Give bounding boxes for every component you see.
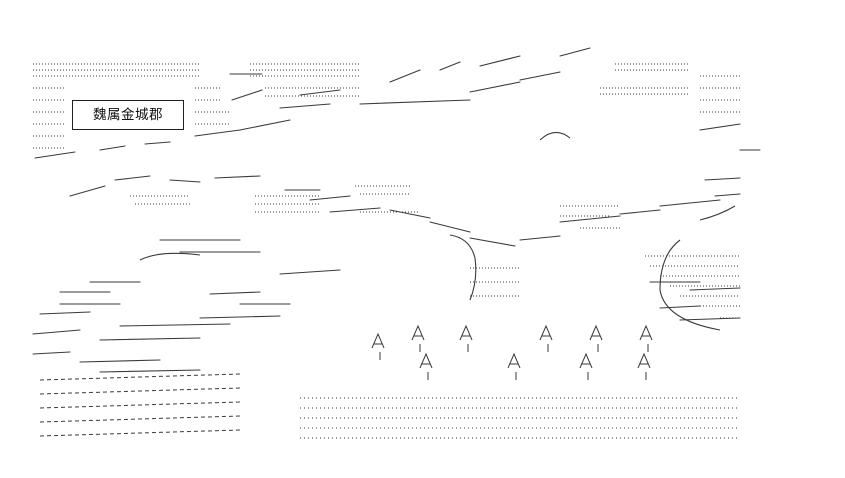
contour-stroke: [231, 89, 263, 101]
ridge-curve: [699, 205, 736, 221]
grass-slope: [39, 401, 241, 409]
contour-stroke: [619, 209, 661, 215]
contour-stroke: [299, 89, 341, 96]
contour-stroke: [144, 141, 171, 145]
ridge-curve: [449, 234, 477, 301]
contour-stroke: [32, 329, 81, 335]
contour-stroke: [199, 315, 281, 319]
grass-slope: [39, 387, 241, 395]
contour-stroke: [99, 145, 126, 151]
contour-stroke: [99, 337, 201, 341]
contour-stroke: [714, 193, 741, 197]
contour-stroke: [389, 209, 431, 219]
contour-stroke: [389, 69, 421, 83]
contour-stroke: [169, 179, 201, 183]
ridge-curve: [659, 239, 721, 331]
contour-stroke: [34, 151, 76, 159]
grass-slope: [39, 373, 241, 381]
soldier-figure: [639, 324, 653, 352]
grass-field: [39, 373, 740, 439]
hill-strokes: [32, 47, 761, 373]
soldier-figure: [507, 352, 521, 380]
contour-stroke: [439, 61, 461, 71]
contour-stroke: [99, 369, 201, 373]
soldier-figures: [371, 324, 653, 380]
contour-stroke: [309, 195, 351, 201]
soldier-figure: [411, 324, 425, 352]
contour-stroke: [679, 317, 741, 321]
contour-stroke: [469, 81, 521, 93]
contour-stroke: [79, 359, 161, 363]
grass-slope: [39, 429, 241, 437]
contour-stroke: [279, 103, 331, 109]
soldier-figure: [459, 324, 473, 352]
contour-stroke: [239, 119, 291, 131]
soldier-figure: [637, 352, 651, 380]
ridge-curve: [139, 252, 201, 261]
contour-stroke: [329, 207, 381, 213]
grass-slope: [39, 415, 241, 423]
contour-stroke: [659, 199, 721, 207]
contour-stroke: [214, 175, 261, 179]
contour-stroke: [519, 71, 561, 81]
contour-stroke: [69, 185, 106, 197]
ridge-curve: [539, 131, 571, 141]
contour-stroke: [359, 99, 471, 105]
contour-stroke: [429, 221, 471, 233]
place-name-label: 魏属金城郡: [72, 100, 184, 130]
contour-stroke: [559, 47, 591, 57]
dotted-sky-texture: [33, 63, 740, 319]
contour-stroke: [32, 351, 71, 355]
contour-stroke: [209, 291, 261, 295]
contour-stroke: [194, 129, 241, 137]
contour-stroke: [659, 305, 701, 309]
soldier-figure: [589, 324, 603, 352]
soldier-figure: [579, 352, 593, 380]
contour-stroke: [119, 323, 231, 327]
contour-stroke: [559, 215, 621, 223]
soldier-figure: [419, 352, 433, 380]
contour-stroke: [519, 235, 561, 241]
contour-stroke: [469, 237, 516, 247]
contour-stroke: [114, 175, 151, 181]
contour-stroke: [479, 55, 521, 67]
contour-stroke: [689, 287, 741, 291]
contour-stroke: [279, 269, 341, 275]
contour-stroke: [39, 311, 91, 315]
soldier-figure: [539, 324, 553, 352]
contour-stroke: [699, 123, 741, 131]
contour-stroke: [704, 177, 741, 181]
soldier-figure: [371, 332, 385, 360]
